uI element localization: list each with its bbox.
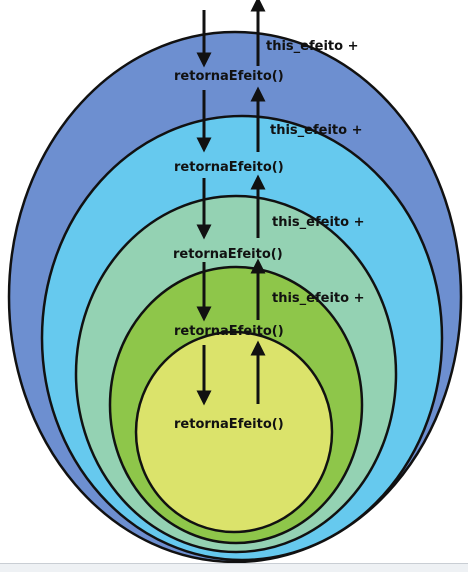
call-label-5: retornaEfeito() [174,417,284,432]
return-label-1: this_efeito + [266,39,358,54]
call-label-3: retornaEfeito() [173,247,283,262]
call-label-4: retornaEfeito() [174,324,284,339]
call-label-2: retornaEfeito() [174,160,284,175]
return-label-4: this_efeito + [272,291,364,306]
return-label-3: this_efeito + [272,215,364,230]
level-5-ellipse [134,330,334,534]
call-label-1: retornaEfeito() [174,69,284,84]
return-label-2: this_efeito + [270,123,362,138]
bottom-strip [0,563,468,572]
